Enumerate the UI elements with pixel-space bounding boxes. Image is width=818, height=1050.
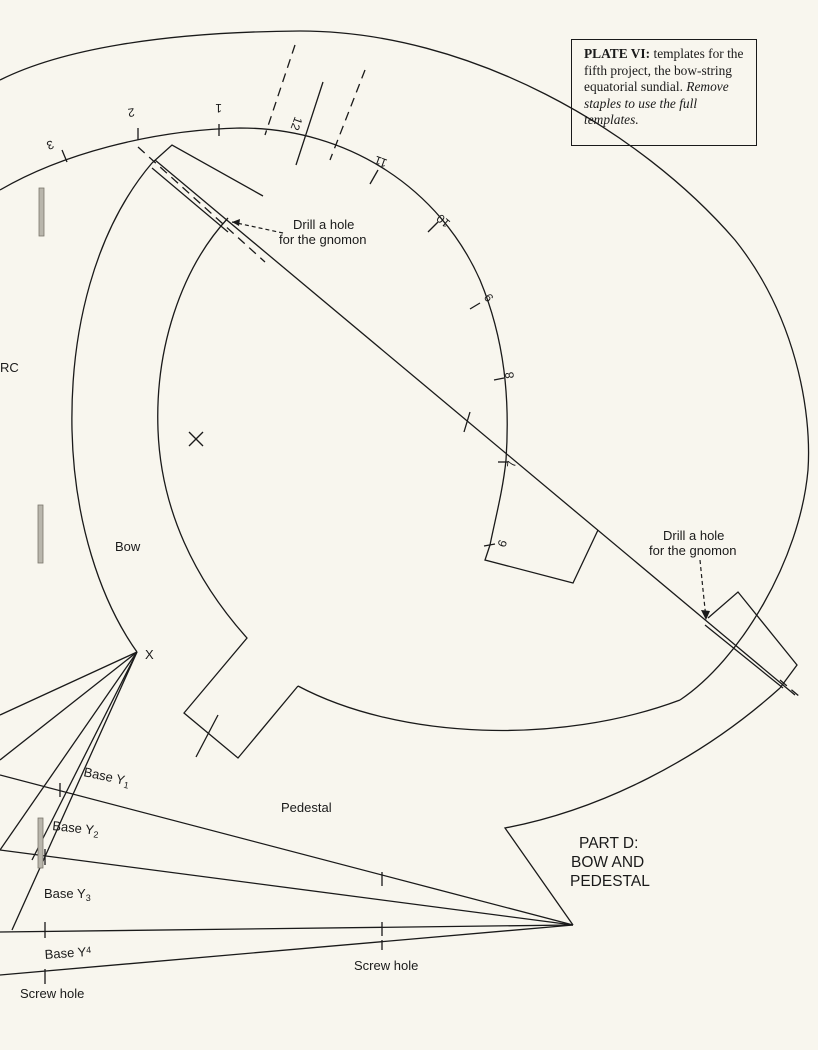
drill-label-line1: Drill a hole [293,217,354,232]
fan-line [0,774,574,926]
svg-text:Base Y4: Base Y4 [44,944,92,962]
svg-text:Base Y2: Base Y2 [51,818,99,840]
x-line [11,651,138,931]
hour-mark: 8 [502,371,517,380]
drill-label-line1: Drill a hole [663,528,724,543]
pedestal-edge [503,687,781,926]
screw-hole-label: Screw hole [20,986,84,1001]
drill-label-line2: for the gnomon [649,543,736,558]
bow-outline [71,144,264,653]
svg-text:Base Y1: Base Y1 [82,764,131,790]
dial-ticks [61,124,508,758]
gnomon-axis-end [779,679,801,698]
arc-fragment-label: RC [0,360,19,375]
fan-line [0,849,574,926]
gnomon-slot-2 [704,624,784,689]
noon-line [295,81,324,166]
gnomon-axis-dash [137,146,266,263]
x-line [0,651,138,851]
pedestal-arc [297,685,681,732]
gnomon-slot [151,167,229,233]
base-y1-label: Base Y1 [82,764,131,790]
hour-mark: 7 [504,460,519,469]
hour-mark: 2 [127,105,136,120]
x-mark-label: X [145,647,154,662]
base-y2-label: Base Y2 [51,818,99,840]
outer-arc [0,30,810,471]
part-d-line3: PEDESTAL [570,873,650,890]
part-d-line2: BOW AND [571,854,644,871]
bow-end [484,529,599,584]
drill-leader-2 [699,559,707,619]
pedestal-label: Pedestal [281,800,332,815]
x-line [0,651,138,761]
plate-caption: PLATE VI: templates for the fifth projec… [571,39,757,146]
hour-mark: 12 [288,115,306,133]
noon-cut-line [329,69,366,161]
plate-description: templates for the fifth project, the bow… [584,46,744,94]
x-line [31,651,138,861]
staple [37,504,44,564]
hour-mark: 6 [495,538,511,549]
x-line [0,651,138,716]
plate-note: Remove staples to use the full templates… [584,79,729,127]
hour-mark: 11 [372,153,389,171]
base-y3-label: Base Y3 [44,886,91,903]
hour-mark: 1 [215,101,222,115]
fan-ticks [44,783,383,984]
drill-label-line2: for the gnomon [279,232,366,247]
fan-line [0,924,574,933]
fan-line [0,924,574,976]
noon-cut-line [264,44,296,136]
dial-arc [0,127,508,546]
bow-label: Bow [115,539,141,554]
outer-arc-lower [679,469,809,701]
base-y4-label: Base Y4 [44,944,92,962]
hour-mark: 9 [481,291,496,305]
part-d-line1: PART D: [579,835,638,852]
screw-hole-label: Screw hole [354,958,418,973]
drill-leader-1 [231,221,284,234]
bow-inner [157,217,299,759]
staple [37,817,44,869]
hour-mark: 3 [44,137,55,153]
gnomon-axis [154,159,796,696]
hour-mark: 10 [433,211,452,231]
plate-title: PLATE VI: [584,46,651,61]
staple [38,187,45,237]
right-tab [707,591,798,689]
